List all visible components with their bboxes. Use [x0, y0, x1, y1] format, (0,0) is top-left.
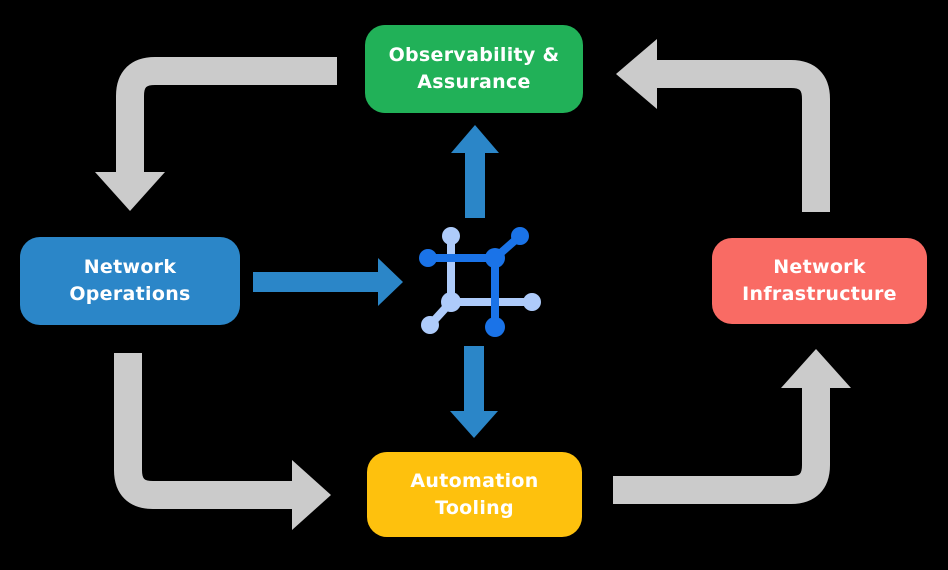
- arrow-operations-to-hub: [253, 258, 403, 306]
- node-label-line: Assurance: [417, 71, 531, 93]
- node-network-operations: Network Operations: [20, 237, 240, 325]
- arrow-observability-to-operations: [95, 57, 337, 211]
- node-label-line: Network: [83, 256, 177, 278]
- node-observability-assurance: Observability & Assurance: [365, 25, 583, 113]
- node-label-line: Tooling: [435, 496, 514, 519]
- node-label-line: Automation: [410, 469, 539, 492]
- network-hub-icon-dark-part: [419, 227, 529, 337]
- network-hub-icon: [419, 227, 541, 337]
- node-label-line: Observability &: [388, 44, 560, 66]
- arrow-hub-to-observability: [451, 125, 499, 218]
- arrow-infrastructure-to-observability: [616, 39, 830, 212]
- arrow-automation-to-infrastructure: [613, 349, 851, 504]
- node-label-line: Operations: [69, 283, 191, 305]
- arrow-hub-to-automation: [450, 346, 498, 438]
- arrow-operations-to-automation: [114, 353, 331, 530]
- node-label-line: Network: [773, 256, 866, 278]
- node-network-infrastructure: Network Infrastructure: [712, 238, 927, 324]
- node-label-line: Infrastructure: [742, 283, 897, 305]
- node-automation-tooling: Automation Tooling: [367, 452, 582, 537]
